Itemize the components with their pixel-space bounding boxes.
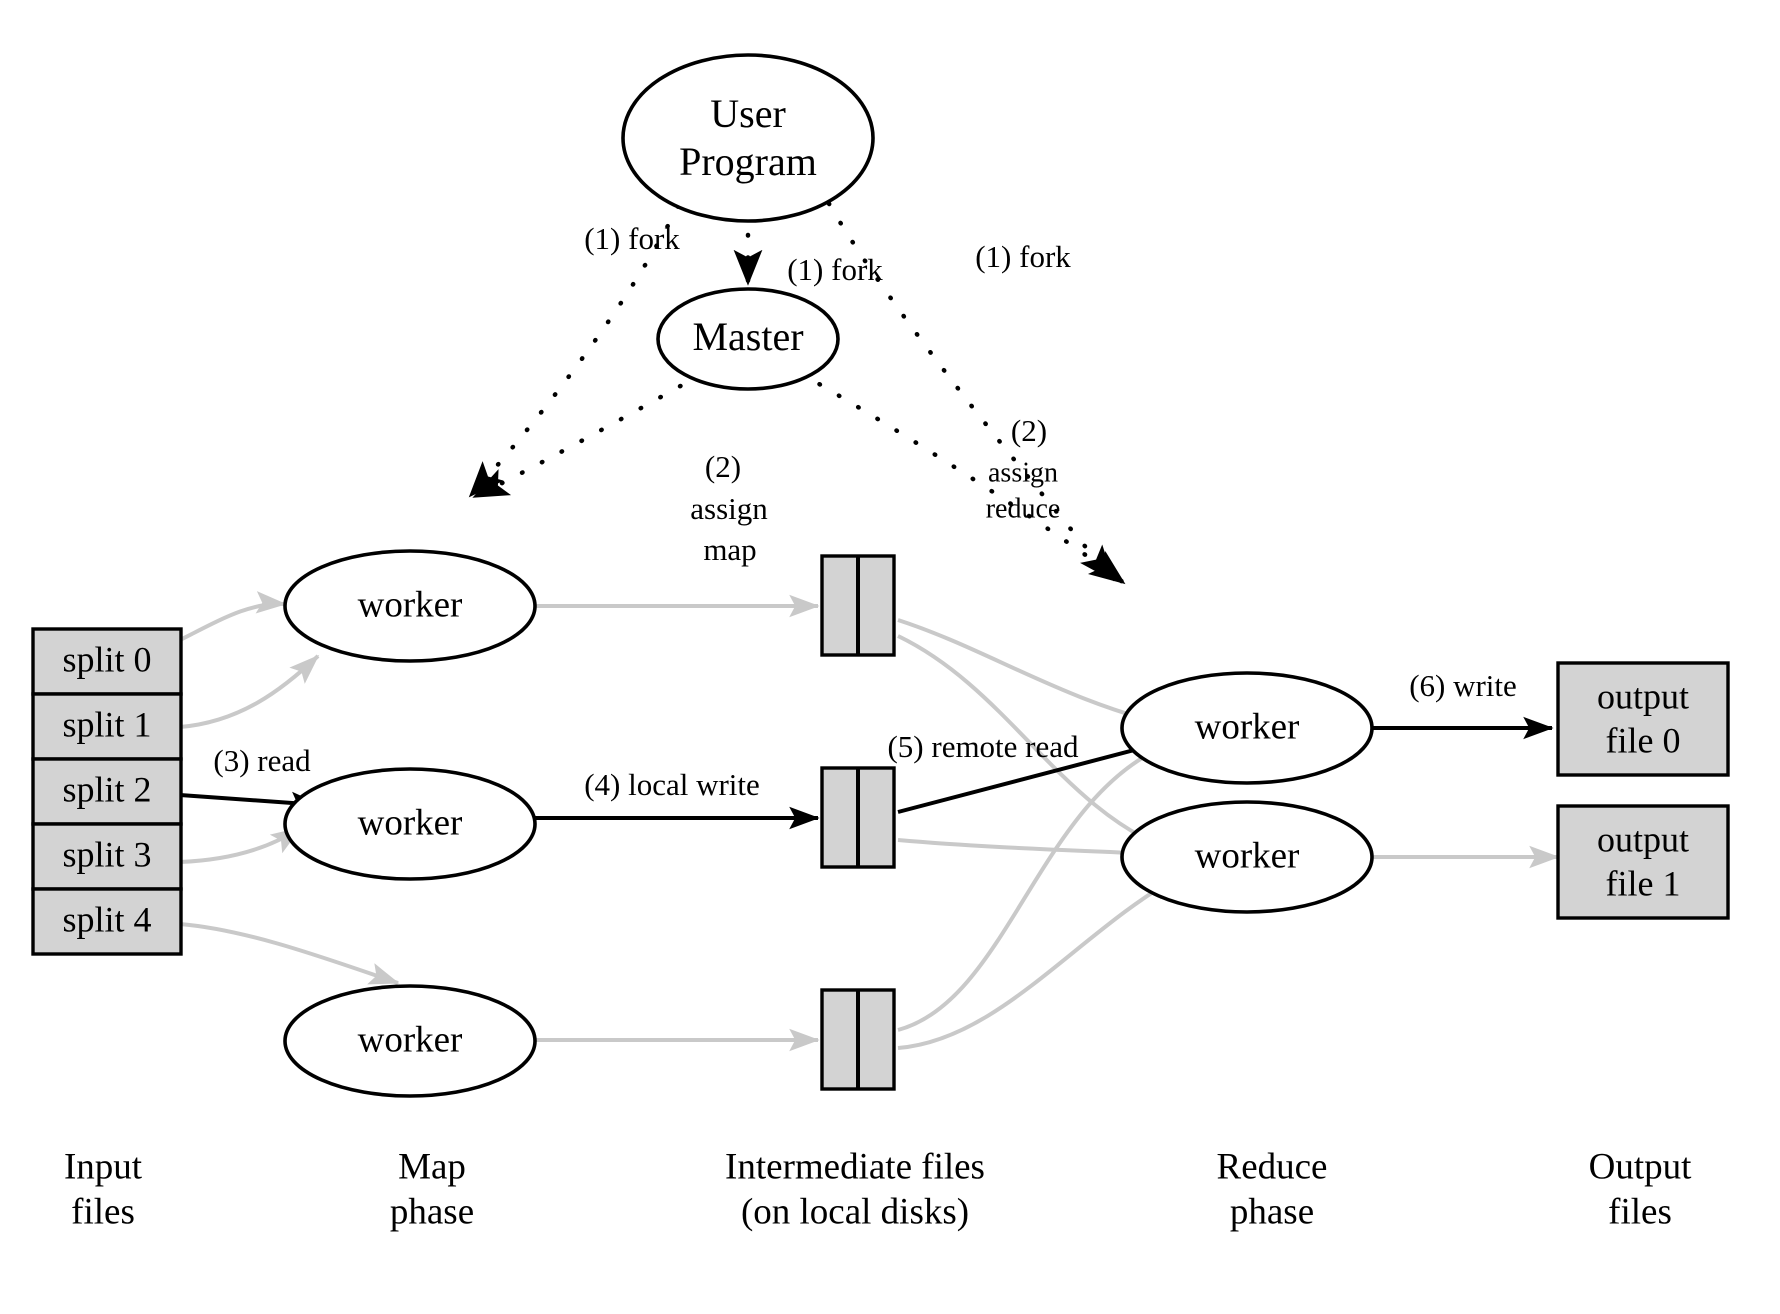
map-worker-3-label: worker bbox=[358, 1019, 463, 1060]
map-worker-2-label: worker bbox=[358, 802, 463, 843]
output-file-1-label-line2: file 1 bbox=[1606, 863, 1681, 903]
reduce-worker-2-label: worker bbox=[1195, 835, 1300, 876]
user-program-label-line2: Program bbox=[679, 139, 817, 184]
label-assign-map-line2: assign bbox=[690, 491, 768, 526]
map-worker-3[interactable]: worker bbox=[283, 984, 537, 1098]
reduce-worker-2[interactable]: worker bbox=[1120, 800, 1374, 914]
label-remote-read: (5) remote read bbox=[887, 729, 1079, 764]
edge-labels-group: (1) fork (1) fork (1) fork (2) assign ma… bbox=[213, 221, 1516, 802]
phase-label-input-line1: Input bbox=[64, 1146, 143, 1187]
edge-fork-left bbox=[467, 183, 691, 499]
output-file-0-label-line1: output bbox=[1597, 676, 1689, 716]
label-assign-reduce-line3: reduce bbox=[986, 493, 1061, 524]
label-local-write: (4) local write bbox=[584, 767, 760, 802]
output-file-0-label-line2: file 0 bbox=[1606, 720, 1681, 760]
edge-assign-reduce bbox=[797, 370, 1127, 586]
intermediate-file-1[interactable] bbox=[820, 554, 896, 657]
reduce-worker-1-label: worker bbox=[1195, 706, 1300, 747]
edge-inter3-reduce2 bbox=[897, 874, 1182, 1050]
reduce-worker-1-ellipse[interactable] bbox=[1120, 671, 1374, 785]
user-program-node[interactable]: User Program bbox=[621, 53, 875, 223]
output-file-1-box[interactable] bbox=[1556, 804, 1730, 920]
phase-label-intermediate-line1: Intermediate files bbox=[725, 1146, 985, 1187]
edge-assign-map bbox=[471, 372, 703, 500]
split-label-3: split 3 bbox=[62, 834, 151, 874]
map-worker-1[interactable]: worker bbox=[283, 549, 537, 663]
split-label-4: split 4 bbox=[62, 899, 151, 939]
intermediate-file-3[interactable] bbox=[820, 988, 896, 1091]
phase-label-reduce-line2: phase bbox=[1230, 1191, 1314, 1232]
phase-label-output-line1: Output bbox=[1589, 1146, 1693, 1187]
label-assign-map-line3: map bbox=[703, 532, 756, 567]
phase-label-map-line2: phase bbox=[390, 1191, 474, 1232]
split-box-4[interactable] bbox=[31, 887, 183, 956]
phase-label-output-line2: files bbox=[1608, 1191, 1672, 1232]
split-box-1[interactable] bbox=[31, 692, 183, 761]
split-label-0: split 0 bbox=[62, 639, 151, 679]
reduce-worker-1[interactable]: worker bbox=[1120, 671, 1374, 785]
map-worker-2[interactable]: worker bbox=[283, 767, 537, 881]
edge-split3-worker2 bbox=[179, 826, 302, 864]
output-file-1[interactable]: output file 1 bbox=[1556, 804, 1730, 920]
label-fork-center: (1) fork bbox=[787, 252, 883, 287]
split-label-1: split 1 bbox=[62, 704, 151, 744]
label-assign-map-line1: (2) bbox=[705, 449, 741, 484]
user-program-ellipse[interactable] bbox=[621, 53, 875, 223]
master-node[interactable]: Master bbox=[656, 287, 840, 391]
edge-split1-worker1 bbox=[179, 654, 320, 729]
label-read: (3) read bbox=[213, 743, 311, 778]
intermediate-file-2[interactable] bbox=[820, 766, 896, 869]
control-edges-group bbox=[467, 181, 1127, 586]
map-worker-3-ellipse[interactable] bbox=[283, 984, 537, 1098]
user-program-label-line1: User bbox=[710, 91, 786, 136]
reduce-worker-2-ellipse[interactable] bbox=[1120, 800, 1374, 914]
phase-label-reduce-line1: Reduce bbox=[1217, 1146, 1328, 1187]
phase-labels-group: Input files Map phase Intermediate files… bbox=[64, 1146, 1692, 1232]
master-label: Master bbox=[692, 314, 803, 359]
label-assign-reduce-line1: (2) bbox=[1011, 413, 1047, 448]
split-box-3[interactable] bbox=[31, 822, 183, 891]
split-box-2[interactable] bbox=[31, 757, 183, 826]
label-fork-right: (1) fork bbox=[975, 239, 1071, 274]
label-assign-reduce-line2: assign bbox=[988, 457, 1058, 488]
edge-inter1-reduce2 bbox=[897, 634, 1177, 854]
edge-inter3-reduce1 bbox=[897, 740, 1177, 1032]
output-file-0-box[interactable] bbox=[1556, 661, 1730, 777]
output-file-0[interactable]: output file 0 bbox=[1556, 661, 1730, 777]
input-splits-group: split 0 split 1 split 2 split 3 split 4 bbox=[31, 627, 183, 956]
label-write: (6) write bbox=[1409, 668, 1517, 703]
label-fork-left: (1) fork bbox=[584, 221, 680, 256]
map-worker-1-ellipse[interactable] bbox=[283, 549, 537, 663]
phase-label-map-line1: Map bbox=[398, 1146, 466, 1187]
edge-fork-right bbox=[815, 181, 1116, 583]
phase-label-input-line2: files bbox=[71, 1191, 135, 1232]
master-ellipse[interactable] bbox=[656, 287, 840, 391]
phase-label-intermediate-line2: (on local disks) bbox=[741, 1191, 969, 1232]
map-worker-1-label: worker bbox=[358, 584, 463, 625]
map-worker-2-ellipse[interactable] bbox=[283, 767, 537, 881]
edge-split0-worker1 bbox=[179, 591, 287, 642]
output-file-1-label-line1: output bbox=[1597, 819, 1689, 859]
edge-split4-worker3 bbox=[179, 922, 400, 985]
split-label-2: split 2 bbox=[62, 769, 151, 809]
